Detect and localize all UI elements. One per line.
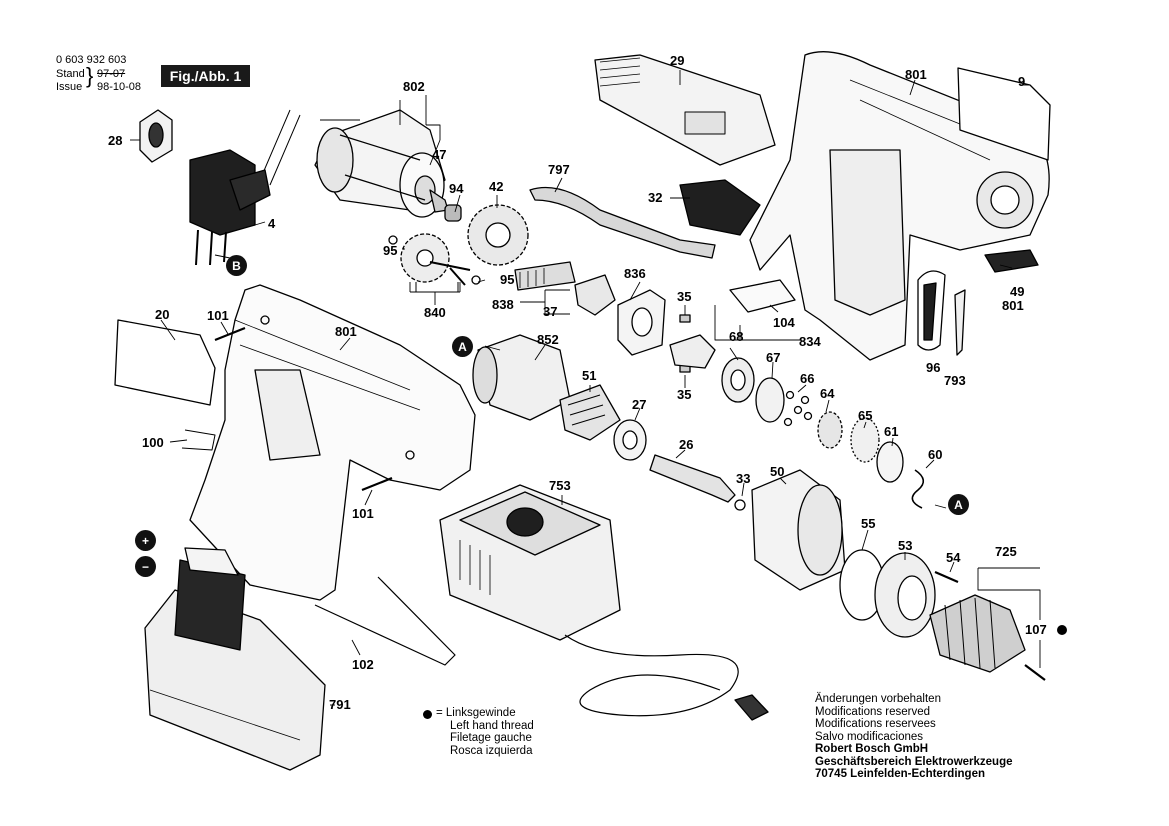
callout-801: 801 xyxy=(905,67,927,82)
figure-tab: Fig./Abb. 1 xyxy=(161,65,250,87)
pin-part xyxy=(954,289,966,356)
stand-label: Stand xyxy=(56,68,85,80)
publisher-notes: Änderungen vorbehalten Modifications res… xyxy=(815,693,1013,781)
callout-49: 49 xyxy=(1010,284,1025,299)
callout-47: 47 xyxy=(432,147,447,162)
callout-60: 60 xyxy=(928,447,943,462)
callout-42: 42 xyxy=(489,179,504,194)
callout-801-c: 801 xyxy=(335,324,357,339)
callout-797: 797 xyxy=(548,162,570,177)
contact-plate xyxy=(729,279,796,313)
callout-a-marker-b: A xyxy=(948,494,969,515)
note-line: Salvo modificaciones xyxy=(815,730,924,743)
charger-part xyxy=(439,484,769,721)
callout-67: 67 xyxy=(766,350,781,365)
switch-part xyxy=(139,109,271,266)
note-line: Änderungen vorbehalten xyxy=(815,693,941,705)
callout-68: 68 xyxy=(729,329,744,344)
callout-32: 32 xyxy=(648,190,663,205)
cover-part xyxy=(594,54,776,166)
callout-65: 65 xyxy=(858,408,873,423)
legend-dot-icon xyxy=(423,710,432,719)
callout-101: 101 xyxy=(207,308,229,323)
callout-55: 55 xyxy=(861,516,876,531)
part-number: 0 603 932 603 xyxy=(56,54,127,66)
callout-51: 51 xyxy=(582,368,597,383)
callout-a-marker: A xyxy=(452,336,473,357)
callout-793: 793 xyxy=(944,373,966,388)
company-address: 70745 Leinfelden-Echterdingen xyxy=(815,768,985,780)
motor-part xyxy=(259,109,449,218)
callout-54: 54 xyxy=(946,550,961,565)
callout-802: 802 xyxy=(403,79,425,94)
legend-line: Left hand thread xyxy=(450,719,534,732)
callout-102: 102 xyxy=(352,657,374,672)
clutch-parts xyxy=(669,314,925,509)
callout-9: 9 xyxy=(1018,74,1026,89)
callout-107: 107 xyxy=(1025,622,1047,637)
label-plate xyxy=(957,67,1051,161)
company-division: Geschäftsbereich Elektrowerkzeuge xyxy=(815,755,1013,768)
callout-791: 791 xyxy=(329,697,351,712)
battery-pack xyxy=(144,547,326,771)
legend-line: Filetage gauche xyxy=(450,732,532,744)
gearbox-parts xyxy=(472,261,666,461)
callout-20: 20 xyxy=(155,307,170,322)
callout-101-b: 101 xyxy=(352,506,374,521)
callout-64: 64 xyxy=(820,386,835,401)
callout-33: 33 xyxy=(736,471,751,486)
callout-4: 4 xyxy=(268,216,276,231)
callout-27: 27 xyxy=(632,397,647,412)
legend-line: = Linksgewinde xyxy=(436,707,516,719)
issue-label: Issue xyxy=(56,81,83,93)
callout-94: 94 xyxy=(449,181,464,196)
housing-half-left xyxy=(189,284,476,601)
wrist-strap xyxy=(529,186,716,259)
callout-95-b: 95 xyxy=(500,272,515,287)
plus-terminal-icon: + xyxy=(135,530,156,551)
latch-part xyxy=(984,249,1039,273)
gear-set xyxy=(388,204,529,293)
callout-834: 834 xyxy=(799,334,821,349)
callout-29: 29 xyxy=(670,53,685,68)
callout-100: 100 xyxy=(142,435,164,450)
callout-b-marker: B xyxy=(226,255,247,276)
legend: = Linksgewinde Left hand thread Filetage… xyxy=(436,707,534,757)
leader-lines xyxy=(130,70,1041,706)
callout-753: 753 xyxy=(549,478,571,493)
screw-part xyxy=(214,326,246,342)
callout-35-b: 35 xyxy=(677,387,692,402)
callout-26: 26 xyxy=(679,437,694,452)
callout-35: 35 xyxy=(677,289,692,304)
clip-part xyxy=(679,179,761,236)
brace-glyph: } xyxy=(86,63,94,88)
legend-line: Rosca izquierda xyxy=(450,744,533,757)
callout-95: 95 xyxy=(383,243,398,258)
callout-801-b: 801 xyxy=(1002,298,1024,313)
callout-61: 61 xyxy=(884,424,899,439)
stand-value: 97-07 xyxy=(97,68,126,80)
note-line: Modifications reserved xyxy=(815,705,931,718)
callout-840: 840 xyxy=(424,305,446,320)
callout-725: 725 xyxy=(995,544,1017,559)
note-line: Modifications reservees xyxy=(815,718,936,730)
wire-part xyxy=(314,576,456,666)
callout-50: 50 xyxy=(770,464,785,479)
callout-96: 96 xyxy=(926,360,941,375)
minus-terminal-icon: − xyxy=(135,556,156,577)
issue-value: 98-10-08 xyxy=(97,81,142,93)
label-plate-left xyxy=(114,319,216,406)
callout-836: 836 xyxy=(624,266,646,281)
callout-838: 838 xyxy=(492,297,514,312)
company-name: Robert Bosch GmbH xyxy=(815,743,929,755)
callout-66: 66 xyxy=(800,371,815,386)
callout-37: 37 xyxy=(543,304,558,319)
callout-104: 104 xyxy=(773,315,795,330)
callout-28: 28 xyxy=(108,133,123,148)
spindle-part xyxy=(649,454,736,503)
left-thread-dot xyxy=(1057,625,1067,635)
callout-852: 852 xyxy=(537,332,559,347)
callout-53: 53 xyxy=(898,538,913,553)
